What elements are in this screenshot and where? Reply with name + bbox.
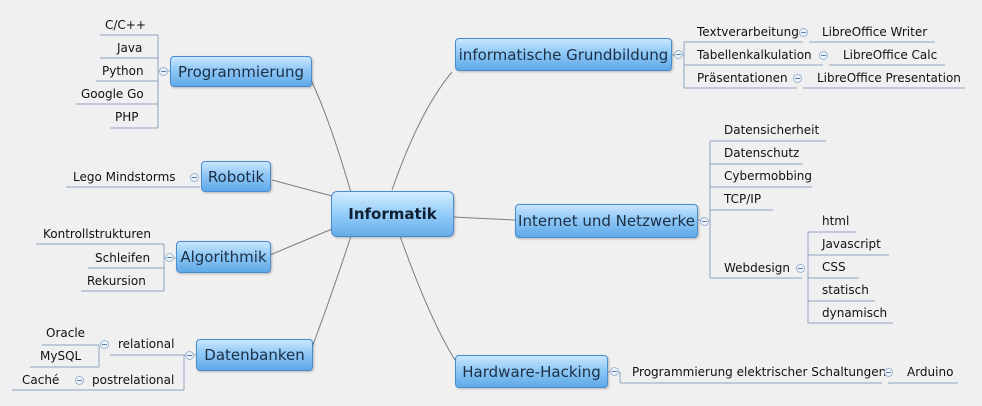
leaf-webdesign-2[interactable]: Javascript (822, 237, 881, 251)
leaf-hardware-1[interactable]: Programmierung elektrischer Schaltungen (632, 365, 887, 379)
leaf-grundbildung-row-3[interactable]: Präsentationen (697, 71, 788, 85)
leaf-webdesign-1[interactable]: html (822, 214, 850, 228)
branch-algorithmik[interactable]: Algorithmik (176, 241, 271, 273)
branch-grundbildung[interactable]: informatische Grundbildung (455, 38, 672, 71)
root-node[interactable]: Informatik (331, 191, 454, 237)
root-label: Informatik (348, 205, 437, 223)
leaf-relational-1[interactable]: Oracle (46, 326, 86, 340)
branch-robotik[interactable]: Robotik (201, 161, 271, 192)
collapse-grundbildung-icon[interactable] (674, 50, 683, 59)
collapse-textverarbeitung-icon[interactable] (799, 28, 808, 37)
leaf-webdesign-4[interactable]: statisch (822, 283, 869, 297)
branch-datenbanken[interactable]: Datenbanken (196, 339, 313, 371)
leaf-grundbildung-app-3[interactable]: LibreOffice Presentation (817, 71, 961, 85)
collapse-robotik-icon[interactable] (190, 173, 199, 182)
branch-algorithmik-label: Algorithmik (180, 248, 267, 266)
leaf-internet-4[interactable]: TCP/IP (724, 192, 762, 206)
leaf-internet-1[interactable]: Datensicherheit (724, 123, 820, 137)
branch-programmierung-label: Programmierung (178, 62, 304, 81)
branch-internet-label: Internet und Netzwerke (518, 212, 695, 230)
leaf-postrelational-1[interactable]: Caché (22, 373, 60, 387)
leaf-programmierung-3[interactable]: Python (102, 64, 144, 78)
leaf-webdesign[interactable]: Webdesign (724, 261, 790, 275)
branch-programmierung[interactable]: Programmierung (170, 56, 312, 87)
leaf-relational-2[interactable]: MySQL (40, 349, 82, 363)
leaf-internet-3[interactable]: Cybermobbing (724, 169, 813, 183)
leaf-relational[interactable]: relational (118, 337, 175, 351)
collapse-webdesign-icon[interactable] (796, 264, 805, 273)
collapse-hardware-icon[interactable] (610, 367, 619, 376)
collapse-datenbanken-icon[interactable] (185, 351, 194, 360)
leaf-grundbildung-app-1[interactable]: LibreOffice Writer (822, 25, 928, 39)
leaf-algorithmik-3[interactable]: Rekursion (87, 274, 146, 288)
leaf-webdesign-3[interactable]: CSS (822, 260, 846, 274)
collapse-relational-icon[interactable] (100, 340, 109, 349)
leaf-programmierung-4[interactable]: Google Go (81, 87, 144, 101)
leaf-algorithmik-2[interactable]: Schleifen (95, 251, 151, 265)
leaf-programmierung-2[interactable]: Java (117, 41, 143, 55)
leaf-grundbildung-row-1[interactable]: Textverarbeitung (697, 25, 799, 39)
leaf-grundbildung-app-2[interactable]: LibreOffice Calc (843, 48, 938, 62)
leaf-postrelational[interactable]: postrelational (92, 373, 175, 387)
leaf-algorithmik-1[interactable]: Kontrollstrukturen (43, 227, 152, 241)
leaf-hardware-2[interactable]: Arduino (907, 365, 954, 379)
branch-datenbanken-label: Datenbanken (204, 346, 305, 364)
collapse-internet-icon[interactable] (700, 217, 709, 226)
leaf-robotik-1[interactable]: Lego Mindstorms (73, 170, 176, 184)
leaf-programmierung-5[interactable]: PHP (115, 110, 139, 124)
branch-grundbildung-label: informatische Grundbildung (458, 45, 669, 64)
branch-robotik-label: Robotik (207, 167, 265, 186)
collapse-programmierung-icon[interactable] (159, 67, 168, 76)
collapse-praesentationen-icon[interactable] (793, 74, 802, 83)
branch-hardware-label: Hardware-Hacking (462, 362, 601, 381)
leaf-webdesign-5[interactable]: dynamisch (822, 306, 888, 320)
leaf-grundbildung-row-2[interactable]: Tabellenkalkulation (697, 48, 812, 62)
collapse-postrelational-icon[interactable] (75, 376, 84, 385)
leaf-programmierung-1[interactable]: C/C++ (105, 18, 146, 32)
collapse-tabellenkalkulation-icon[interactable] (819, 51, 828, 60)
collapse-algorithmik-icon[interactable] (165, 253, 174, 262)
leaf-internet-2[interactable]: Datenschutz (724, 146, 800, 160)
branch-internet[interactable]: Internet und Netzwerke (515, 204, 698, 238)
collapse-schaltungen-icon[interactable] (884, 368, 893, 377)
branch-hardware[interactable]: Hardware-Hacking (455, 355, 608, 388)
